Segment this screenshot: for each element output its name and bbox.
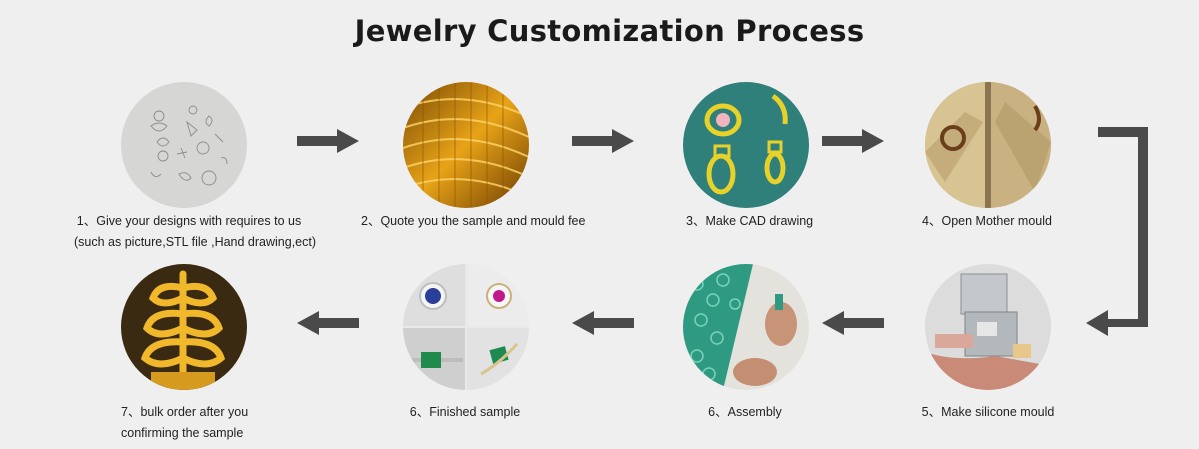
step-2-caption: 2、Quote you the sample and mould fee xyxy=(361,211,571,232)
step-4-caption-line1: 4、Open Mother mould xyxy=(922,211,1052,232)
step-1-image xyxy=(121,82,247,208)
arrow-right-icon xyxy=(572,129,634,153)
step-3-caption: 3、Make CAD drawing xyxy=(686,211,806,232)
arrow-left-icon xyxy=(822,311,884,335)
step-4-caption: 4、Open Mother mould xyxy=(922,211,1052,232)
arrow-turn-down-left-icon xyxy=(1086,127,1150,337)
arrow-right-icon xyxy=(822,129,884,153)
step-7-caption: 6、Finished sample xyxy=(405,402,525,423)
step-1-caption: 1、Give your designs with requires to us … xyxy=(74,211,304,253)
step-3-caption-line1: 3、Make CAD drawing xyxy=(686,211,806,232)
step-4-image xyxy=(925,82,1051,208)
step-1-caption-line2: (such as picture,STL file ,Hand drawing,… xyxy=(74,232,304,253)
step-6-image xyxy=(683,264,809,390)
diagram-title: Jewelry Customization Process xyxy=(0,14,1199,48)
step-8-image xyxy=(121,264,247,390)
step-6-caption-line1: 6、Assembly xyxy=(700,402,790,423)
arrow-right-icon xyxy=(297,129,359,153)
step-2-image xyxy=(403,82,529,208)
step-2-caption-line1: 2、Quote you the sample and mould fee xyxy=(361,211,571,232)
step-7-image xyxy=(403,264,529,390)
arrow-left-icon xyxy=(297,311,359,335)
step-5-caption: 5、Make silicone mould xyxy=(918,402,1058,423)
step-8-caption: 7、bulk order after you confirming the sa… xyxy=(121,402,271,444)
step-5-image xyxy=(925,264,1051,390)
step-3-image xyxy=(683,82,809,208)
step-5-caption-line1: 5、Make silicone mould xyxy=(918,402,1058,423)
arrow-left-icon xyxy=(572,311,634,335)
step-8-caption-line1: 7、bulk order after you xyxy=(121,402,271,423)
step-7-caption-line1: 6、Finished sample xyxy=(405,402,525,423)
step-1-caption-line1: 1、Give your designs with requires to us xyxy=(74,211,304,232)
step-6-caption: 6、Assembly xyxy=(700,402,790,423)
step-8-caption-line2: confirming the sample xyxy=(121,423,271,444)
